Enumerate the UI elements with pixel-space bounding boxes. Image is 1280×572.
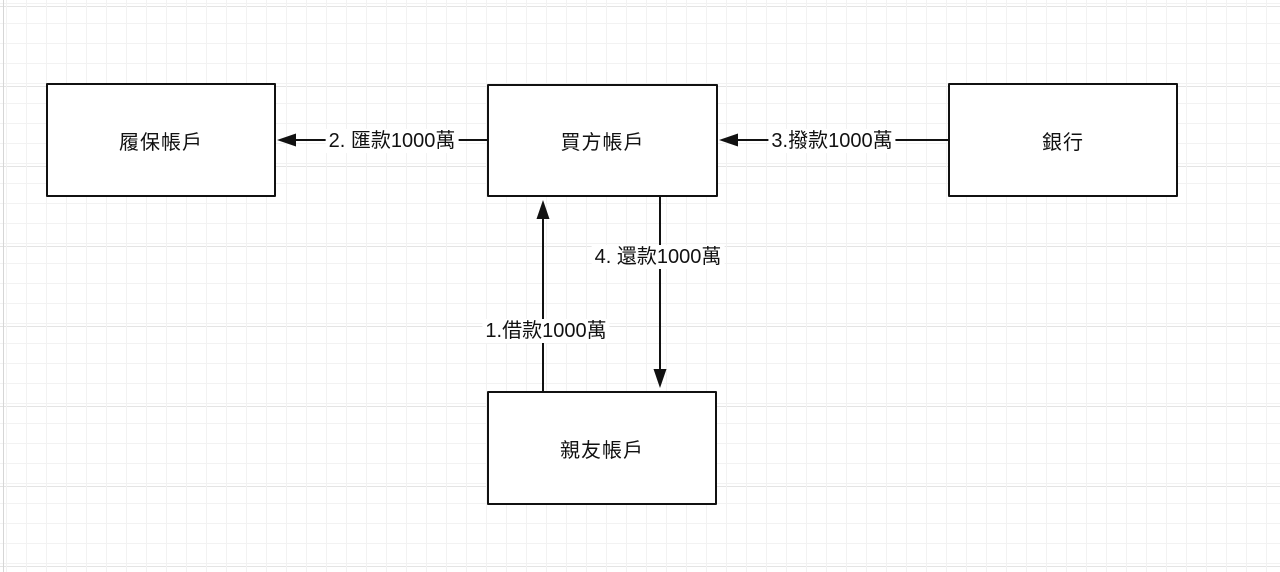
edge-repay[interactable] [653,197,667,388]
canvas-edge-line [3,0,4,572]
node-bank[interactable]: 銀行 [948,83,1178,197]
edge-label-repay[interactable]: 4. 還款1000萬 [591,245,725,269]
node-bank-label: 銀行 [1042,131,1084,154]
edge-label-remit[interactable]: 2. 匯款1000萬 [325,129,459,153]
node-escrow-label: 履保帳戶 [119,131,203,154]
arrowhead-left-icon [277,133,296,147]
edge-label-disburse[interactable]: 3.撥款1000萬 [768,129,896,153]
node-friend-account[interactable]: 親友帳戶 [487,391,717,505]
node-buyer-account[interactable]: 買方帳戶 [487,84,718,197]
node-friend-label: 親友帳戶 [560,439,644,462]
edge-borrow[interactable] [536,200,550,391]
arrowhead-down-icon [653,369,667,388]
node-escrow-account[interactable]: 履保帳戶 [46,83,276,197]
arrowhead-left-icon [719,133,738,147]
edge-label-borrow[interactable]: 1.借款1000萬 [482,319,610,343]
arrowhead-up-icon [536,200,550,219]
node-buyer-label: 買方帳戶 [560,132,645,154]
